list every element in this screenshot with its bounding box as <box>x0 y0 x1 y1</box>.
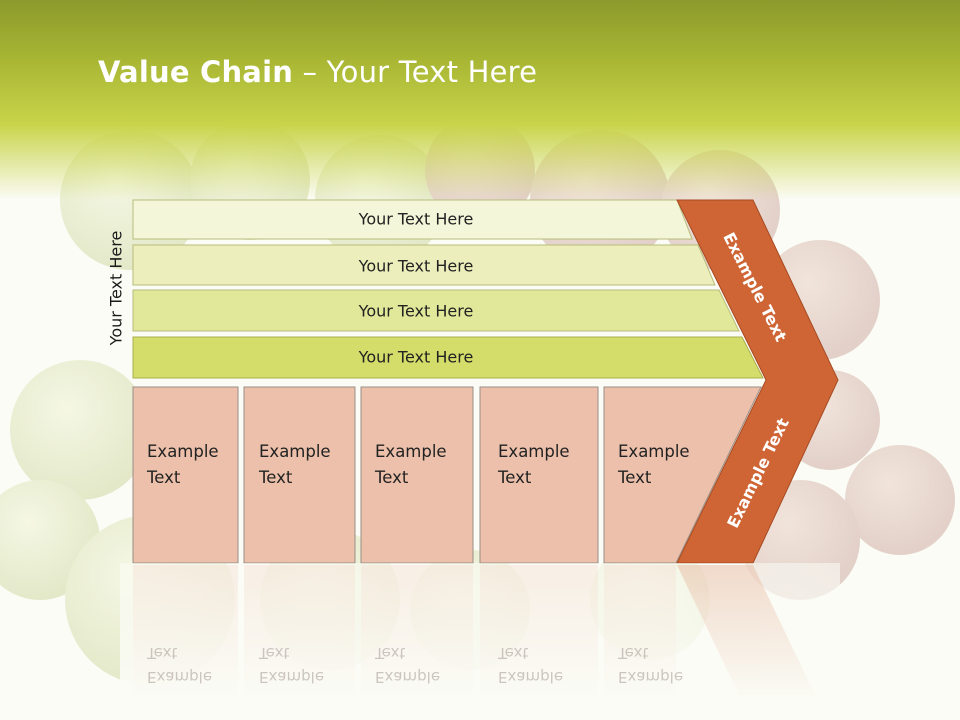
box-5-line-1: Example <box>618 442 690 461</box>
box-1 <box>132 386 239 564</box>
svg-text:Text: Text <box>374 644 405 662</box>
slide-title-bold: Value Chain <box>98 55 294 89</box>
bar-1-label: Your Text Here <box>358 209 474 229</box>
box-1-line-1: Example <box>147 442 219 461</box>
box-2-line-1: Example <box>259 442 331 461</box>
slide-title-rest: – Your Text Here <box>293 55 538 89</box>
box-4 <box>479 386 599 564</box>
svg-text:Text: Text <box>258 644 289 662</box>
box-1-line-2: Text <box>147 468 181 487</box>
svg-text:Text: Text <box>497 644 528 662</box>
header-band <box>0 0 960 200</box>
bar-3-label: Your Text Here <box>358 301 474 321</box>
box-5-line-2: Text <box>618 468 652 487</box>
box-2 <box>243 386 356 564</box>
bar-2 <box>132 244 716 286</box>
bar-1 <box>132 199 693 240</box>
reflection-text: Example Text Example Text Example Text Exam… <box>146 644 683 686</box>
box-3 <box>360 386 474 564</box>
svg-text:Text: Text <box>617 644 648 662</box>
box-3-line-2: Text <box>375 468 409 487</box>
svg-text:Example: Example <box>498 668 563 686</box>
svg-text:Example: Example <box>375 668 440 686</box>
bar-3 <box>132 289 740 332</box>
box-3-line-1: Example <box>375 442 447 461</box>
svg-text:Example: Example <box>147 668 212 686</box>
svg-text:Example: Example <box>618 668 683 686</box>
bar-4-label: Your Text Here <box>358 347 474 367</box>
box-4-line-1: Example <box>498 442 570 461</box>
slide-title: Value Chain – Your Text Here <box>98 55 537 89</box>
bar-2-label: Your Text Here <box>358 256 474 276</box>
box-2-line-2: Text <box>259 468 293 487</box>
bar-4 <box>132 336 764 379</box>
box-4-line-2: Text <box>498 468 532 487</box>
svg-text:Example: Example <box>259 668 324 686</box>
svg-text:Text: Text <box>146 644 177 662</box>
